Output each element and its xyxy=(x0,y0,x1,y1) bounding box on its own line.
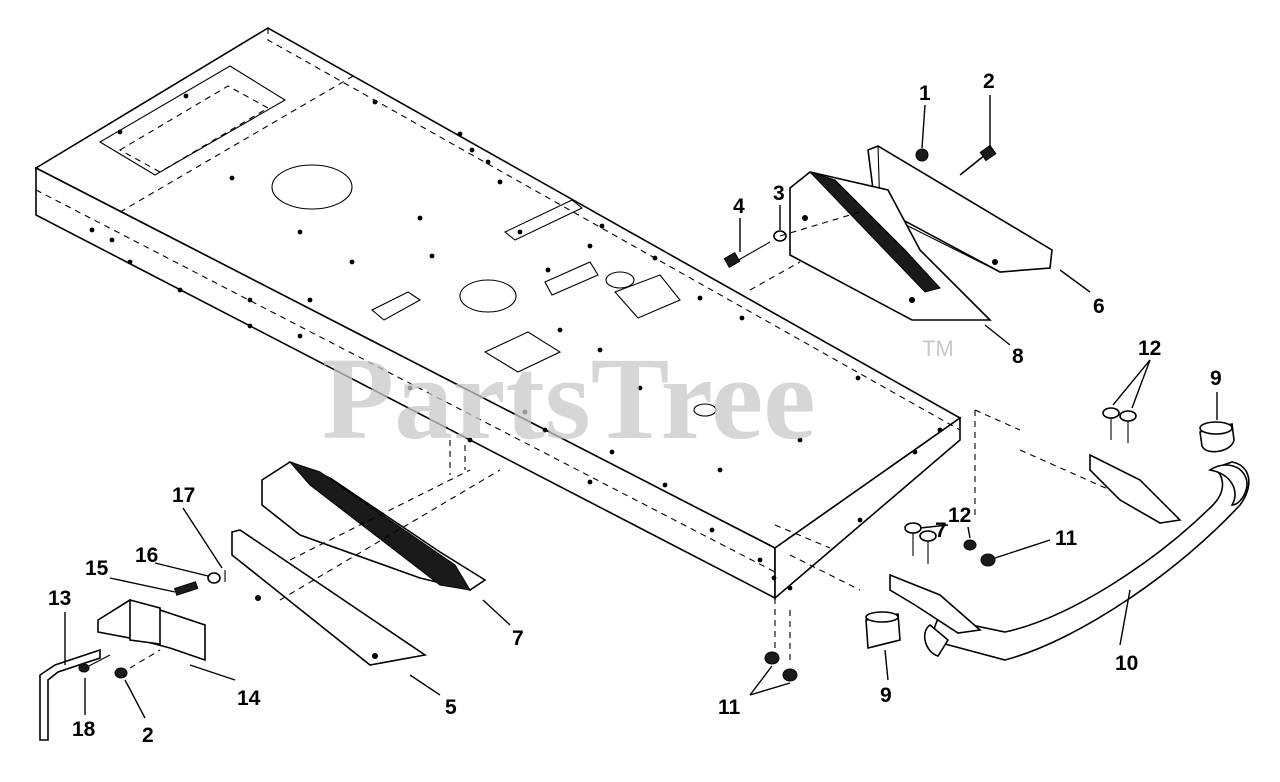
part-11-nuts xyxy=(764,539,996,682)
callout-9-upper: 9 xyxy=(1210,367,1222,390)
part-1-nut xyxy=(915,148,929,162)
part-2-bolt xyxy=(959,144,997,176)
callout-labels: 1 2 3 4 6 8 12 9 17 16 15 13 7 12 11 7 1… xyxy=(48,70,1222,747)
callout-5: 5 xyxy=(445,696,457,719)
callout-2-lower: 2 xyxy=(142,724,154,747)
part-14-latch-bracket xyxy=(97,598,206,662)
callout-7-lower: 7 xyxy=(512,627,524,650)
callout-9-lower: 9 xyxy=(880,684,892,707)
callout-10: 10 xyxy=(1115,652,1138,675)
watermark: PartsTree TM xyxy=(322,333,954,464)
callout-7-upper: 7 xyxy=(935,519,947,542)
callout-12-lower: 12 xyxy=(948,504,971,527)
bumper-mount-brackets xyxy=(774,409,1182,634)
part-18-bolt xyxy=(84,654,111,669)
callout-13: 13 xyxy=(48,587,71,610)
leader-lines xyxy=(64,95,1218,719)
callout-16: 16 xyxy=(135,544,158,567)
main-frame xyxy=(34,27,962,600)
part-10-bumper xyxy=(923,461,1250,661)
part-13-latch-rod xyxy=(39,648,101,741)
latch-hardware xyxy=(78,570,226,679)
callout-1: 1 xyxy=(919,82,931,105)
callout-11-lower: 11 xyxy=(718,696,741,719)
part-15-spring xyxy=(173,581,199,596)
callout-6: 6 xyxy=(1093,295,1105,318)
callout-11-upper: 11 xyxy=(1055,527,1078,550)
watermark-trademark: TM xyxy=(922,336,954,361)
part-7-carriage-bolts-lower xyxy=(904,522,937,564)
callout-2-upper: 2 xyxy=(983,70,995,93)
part-16-washer xyxy=(207,572,221,584)
part-7-cover xyxy=(261,460,487,591)
hardware-upper xyxy=(723,144,997,291)
part-5-plate xyxy=(231,529,428,666)
callout-15: 15 xyxy=(85,557,109,580)
callout-8: 8 xyxy=(1012,345,1024,368)
part-2-screw-lower xyxy=(114,667,128,679)
callout-14: 14 xyxy=(237,687,261,710)
part-9-end-caps xyxy=(865,421,1235,650)
callout-17: 17 xyxy=(172,484,195,507)
part-4-bolt xyxy=(723,241,771,269)
callout-3: 3 xyxy=(773,182,785,205)
callout-18: 18 xyxy=(72,718,96,741)
callout-4: 4 xyxy=(733,195,745,218)
part-8-bracket xyxy=(789,171,992,321)
callout-12-upper: 12 xyxy=(1138,337,1161,360)
watermark-brand: PartsTree xyxy=(322,333,816,464)
part-12-carriage-bolts-upper xyxy=(1102,407,1137,443)
